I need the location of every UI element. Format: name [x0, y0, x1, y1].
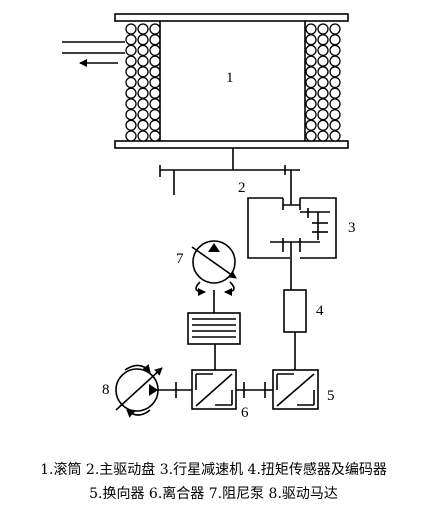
coil-winding — [329, 108, 341, 121]
coil-winding — [329, 119, 341, 131]
coil-winding — [137, 87, 149, 99]
coil-winding — [125, 76, 137, 89]
planetary-reducer — [247, 197, 337, 290]
label-main-disc: 2 — [238, 180, 246, 196]
coil-winding — [329, 55, 341, 67]
coil-winding — [149, 23, 161, 35]
coil-winding — [125, 44, 137, 57]
drum-shaft — [159, 148, 300, 205]
coil-winding — [125, 98, 137, 110]
coil-winding — [317, 98, 329, 110]
label-planetary: 3 — [348, 220, 356, 236]
coil-winding — [329, 66, 341, 78]
caption-line-1: 1.滚筒 2.主驱动盘 3.行星减速机 4.扭矩传感器及编码器 — [40, 462, 387, 478]
label-damper-pump: 7 — [176, 251, 184, 267]
coil-winding — [329, 130, 341, 142]
label-drum: 1 — [226, 70, 234, 86]
coil-winding — [137, 23, 149, 35]
coil-winding — [137, 76, 149, 89]
label-clutch: 6 — [241, 405, 249, 421]
torque-sensor — [283, 289, 307, 370]
label-reverser: 5 — [327, 388, 335, 404]
coil-winding — [125, 66, 137, 78]
coil-winding — [305, 87, 317, 99]
damper-pump — [191, 240, 237, 296]
coil-winding — [137, 66, 149, 78]
coil-winding — [125, 130, 137, 142]
coil-winding — [149, 98, 161, 110]
coil-winding — [317, 87, 329, 99]
coil-winding — [305, 130, 317, 142]
coil-winding — [137, 119, 149, 131]
drive-motor — [115, 364, 192, 418]
coil-winding — [317, 130, 329, 142]
coil-winding — [125, 87, 137, 99]
coil-winding — [149, 119, 161, 131]
coil-winding — [125, 23, 137, 35]
coil-winding — [125, 119, 137, 131]
transmission-schematic: 1 2 3 4 5 6 7 8 — [62, 13, 356, 421]
drum-bottom-plate — [114, 140, 349, 149]
coil-winding — [317, 34, 329, 46]
coil-winding — [137, 98, 149, 110]
coil-winding — [137, 34, 149, 46]
reverser — [264, 369, 319, 410]
coil-winding — [125, 34, 137, 46]
drum-right-coil-stack — [305, 23, 341, 142]
coil-winding — [305, 98, 317, 110]
coil-winding — [317, 23, 329, 35]
coil-winding — [149, 55, 161, 67]
figure-caption: 1.滚筒 2.主驱动盘 3.行星减速机 4.扭矩传感器及编码器 5.换向器 6.… — [0, 458, 427, 506]
coil-winding — [125, 108, 137, 121]
coil-winding — [329, 44, 341, 57]
coil-winding — [137, 130, 149, 142]
coil-winding — [137, 55, 149, 67]
coil-winding — [305, 34, 317, 46]
coil-winding — [149, 76, 161, 89]
coil-winding — [149, 44, 161, 57]
coil-winding — [305, 66, 317, 78]
coil-winding — [125, 55, 137, 67]
coil-winding — [329, 23, 341, 35]
label-torque-sensor: 4 — [316, 303, 324, 319]
caption-line-2: 5.换向器 6.离合器 7.阻尼泵 8.驱动马达 — [89, 486, 338, 502]
coil-winding — [137, 108, 149, 121]
coil-winding — [149, 87, 161, 99]
coil-winding — [317, 66, 329, 78]
coil-winding — [317, 108, 329, 121]
coil-winding — [329, 76, 341, 89]
coil-winding — [137, 44, 149, 57]
drum — [114, 13, 349, 149]
coil-winding — [317, 44, 329, 57]
coil-winding — [305, 119, 317, 131]
inlet-pipe — [62, 41, 125, 67]
coil-winding — [305, 55, 317, 67]
coil-winding — [329, 34, 341, 46]
coil-winding — [317, 119, 329, 131]
label-drive-motor: 8 — [102, 382, 110, 398]
coil-winding — [149, 130, 161, 142]
drum-left-coil-stack — [125, 23, 161, 142]
coil-winding — [305, 108, 317, 121]
coil-winding — [149, 108, 161, 121]
coil-winding — [329, 98, 341, 110]
coil-winding — [329, 87, 341, 99]
coil-winding — [305, 44, 317, 57]
drum-top-plate — [114, 13, 349, 22]
clutch — [191, 344, 265, 410]
coil-winding — [305, 23, 317, 35]
coil-winding — [317, 55, 329, 67]
coil-winding — [149, 34, 161, 46]
coil-winding — [317, 76, 329, 89]
coil-winding — [149, 66, 161, 78]
coil-winding — [305, 76, 317, 89]
damper-disc-pack — [187, 290, 241, 345]
